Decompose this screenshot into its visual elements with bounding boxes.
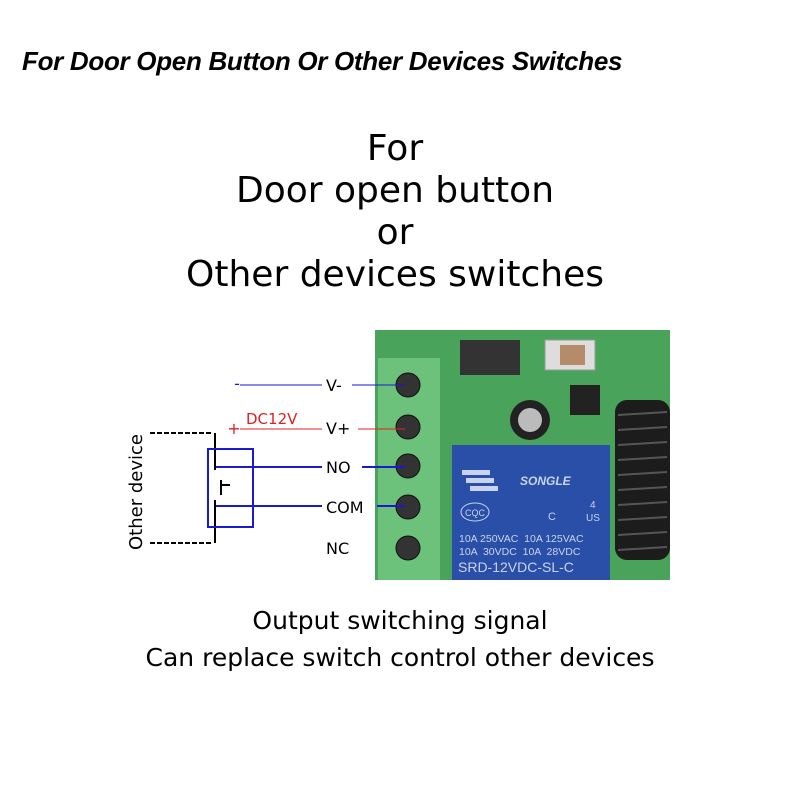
heading-line-1: For <box>366 128 424 169</box>
heading-line-4: Other devices switches <box>186 254 604 295</box>
caption-line-2: Can replace switch control other devices <box>145 643 655 672</box>
terminal-label-no: NO <box>326 458 351 477</box>
terminal-screws <box>395 372 421 561</box>
terminal-label-com: COM <box>326 498 364 517</box>
other-device-outline <box>150 432 216 544</box>
chip <box>460 340 520 375</box>
screw-v-plus <box>395 414 421 440</box>
device-label: Other device <box>126 434 147 550</box>
terminal-label-v-plus: V+ <box>326 419 350 438</box>
terminal-label-nc: NC <box>326 539 349 558</box>
screw-nc <box>395 535 421 561</box>
relay: SONGLE CQC C 4 US 10A 250VAC 10A 125VAC … <box>452 445 610 580</box>
switch-box <box>207 448 254 528</box>
relay-model: SRD-12VDC-SL-C <box>458 559 574 575</box>
voltage-label: DC12V <box>246 410 298 428</box>
relay-ul-us: US <box>586 513 600 524</box>
relay-brand: SONGLE <box>520 474 572 488</box>
push-switch-icon <box>213 470 230 500</box>
button-cap <box>560 345 585 365</box>
plus-sign: + <box>227 419 240 438</box>
relay-rating-dc: 10A 30VDC 10A 28VDC <box>459 546 581 558</box>
caption-line-1: Output switching signal <box>252 606 548 635</box>
relay-ul-num: 4 <box>590 500 596 511</box>
relay-cert-cqc: CQC <box>465 508 486 518</box>
terminal-label-v-minus: V- <box>326 376 342 395</box>
relay-rating-ac: 10A 250VAC 10A 125VAC <box>459 533 584 545</box>
minus-sign: - <box>234 374 240 393</box>
ic-chip <box>570 385 600 415</box>
heading-line-3: or <box>376 212 414 253</box>
relay-ul-c: C <box>548 511 556 523</box>
heading-line-2: Door open button <box>235 170 555 211</box>
capacitor-top <box>518 408 542 432</box>
antenna-coil <box>615 400 670 560</box>
page-title: For Door Open Button Or Other Devices Sw… <box>22 46 623 76</box>
